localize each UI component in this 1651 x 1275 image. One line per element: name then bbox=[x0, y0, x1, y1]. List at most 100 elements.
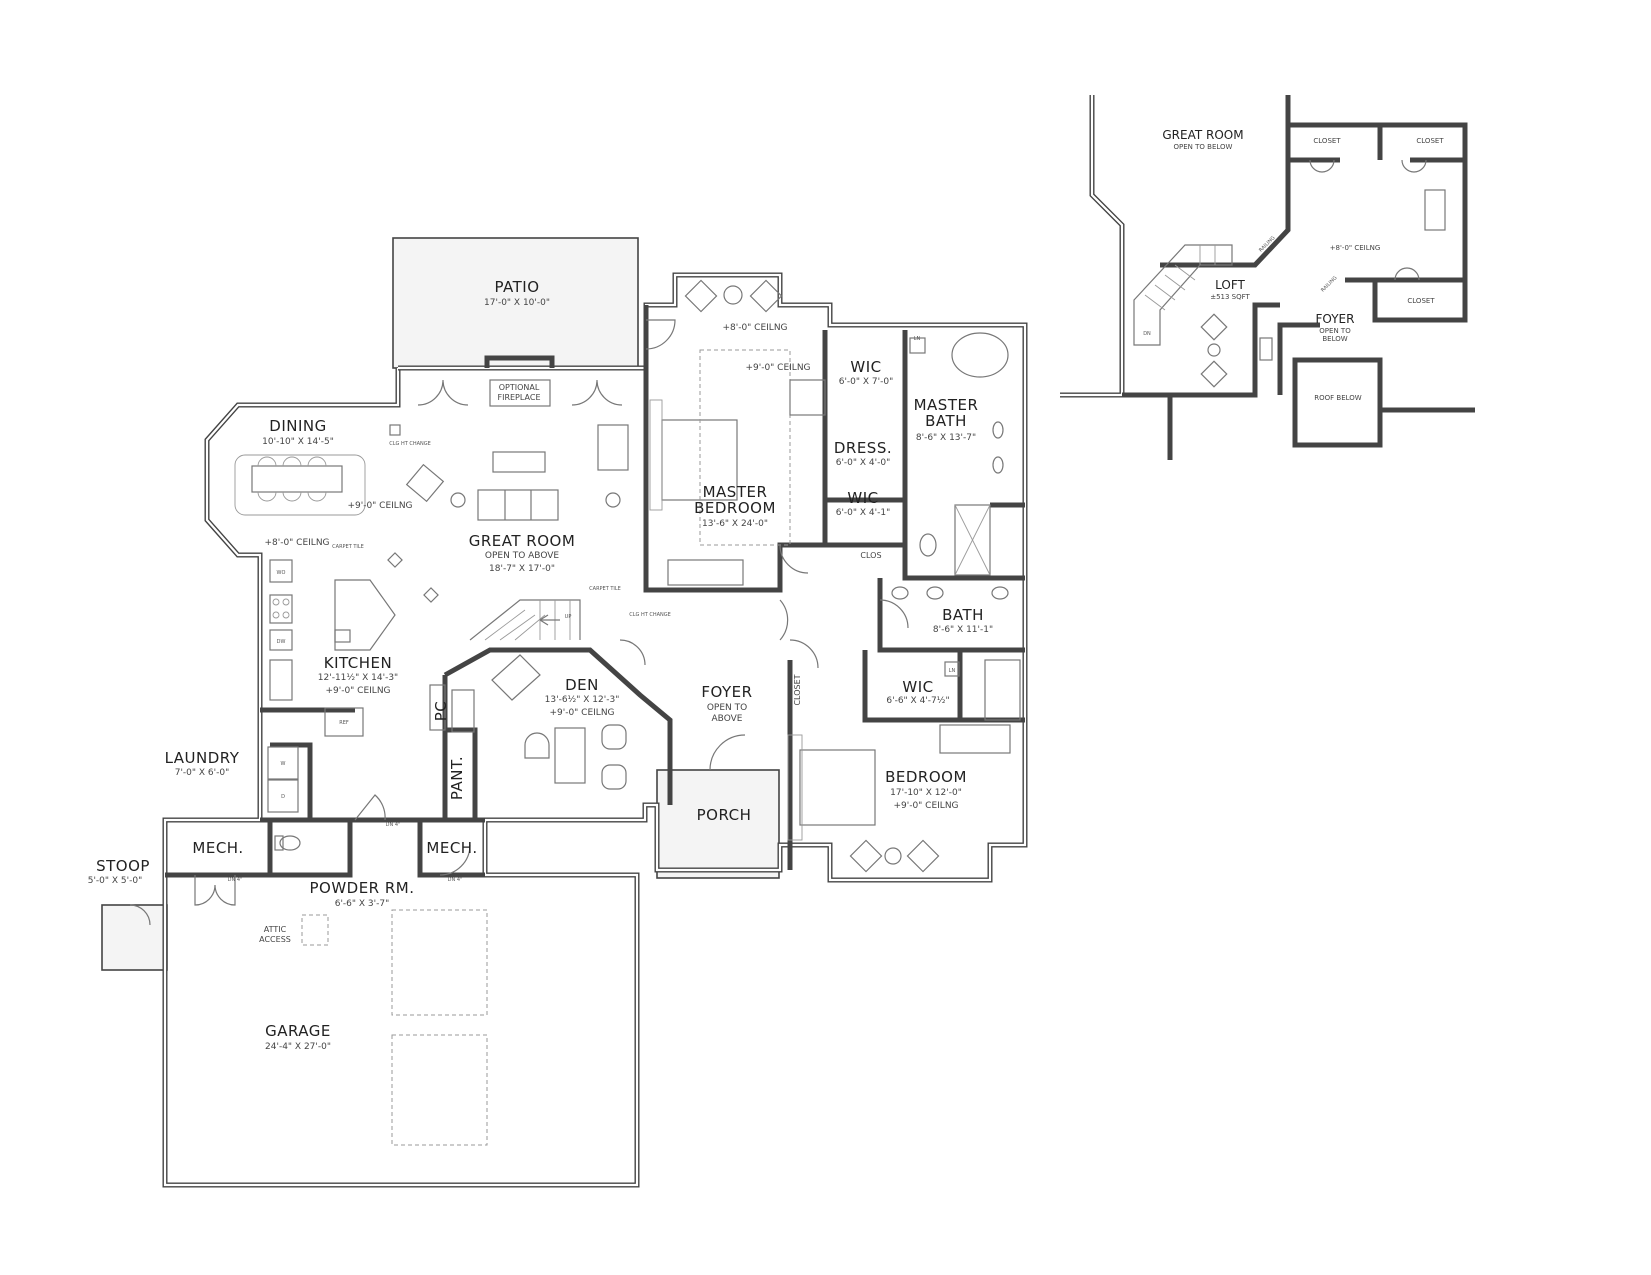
loft-area: ±513 SQFT bbox=[1210, 293, 1250, 301]
closet-label: CLOSET bbox=[793, 674, 802, 705]
dining-label: DINING bbox=[269, 417, 326, 435]
mech-2-label: MECH. bbox=[426, 839, 477, 857]
great-room-note: OPEN TO ABOVE bbox=[485, 551, 559, 561]
wall-oven-tag: WO bbox=[277, 570, 286, 576]
carpet-tile-note-2: CARPET TILE bbox=[589, 586, 621, 592]
laundry-fixtures bbox=[267, 746, 301, 851]
fireplace-label-1: OPTIONAL bbox=[499, 383, 540, 392]
bedroom-furniture bbox=[787, 724, 1011, 873]
stoop-size: 5'-0" X 5'-0" bbox=[88, 876, 143, 886]
laundry-size: 7'-0" X 6'-0" bbox=[175, 768, 230, 778]
powder-room-label: POWDER RM. bbox=[309, 879, 414, 897]
bath-size: 8'-6" X 11'-1" bbox=[933, 625, 993, 635]
great-room-furniture bbox=[387, 424, 629, 603]
great-room-size: 18'-7" X 17'-0" bbox=[489, 564, 555, 574]
upper-closet-3: CLOSET bbox=[1407, 297, 1435, 305]
loft-label: LOFT bbox=[1215, 278, 1245, 292]
dining-ceiling: +9'-0" CEILNG bbox=[347, 501, 412, 511]
dress-size: 6'-0" X 4'-0" bbox=[836, 458, 891, 468]
upper-foyer-note-2: BELOW bbox=[1322, 335, 1347, 343]
upper-foyer-label: FOYER bbox=[1316, 312, 1355, 326]
den-ceiling: +9'-0" CEILNG bbox=[549, 708, 614, 718]
kitchen-label: KITCHEN bbox=[324, 654, 393, 672]
fireplace-label-2: FIREPLACE bbox=[497, 393, 540, 402]
patio-french-doors[interactable] bbox=[417, 379, 623, 406]
kitchen-ceiling: +9'-0" CEILNG bbox=[325, 686, 390, 696]
railing-label-2: RAILING bbox=[1320, 275, 1339, 294]
wic-2-label: WIC bbox=[847, 489, 878, 507]
clg-ht-change-note-2: CLG HT CHANGE bbox=[629, 612, 671, 618]
dn-tag-1: DN 4" bbox=[386, 822, 401, 828]
mech-1-label: MECH. bbox=[192, 839, 243, 857]
kitchen-fixtures bbox=[269, 559, 396, 737]
dining-table bbox=[234, 454, 366, 516]
carpet-tile-note: CARPET TILE bbox=[332, 544, 364, 550]
exterior-walls bbox=[162, 272, 1028, 1188]
stairs-up-tag: UP bbox=[565, 614, 572, 620]
den-size: 13'-6½" X 12'-3" bbox=[545, 695, 620, 705]
linen-tag-bath: LN bbox=[949, 668, 956, 674]
bedroom-label: BEDROOM bbox=[885, 768, 967, 786]
attic-label-1: ATTIC bbox=[264, 925, 287, 934]
wic-1-size: 6'-0" X 7'-0" bbox=[839, 377, 894, 387]
powder-room-size: 6'-6" X 3'-7" bbox=[335, 899, 390, 909]
pantry-label: PANT. bbox=[448, 756, 466, 800]
master-bath-size: 8'-6" X 13'-7" bbox=[916, 433, 976, 443]
master-ceiling-8: +8'-0" CEILNG bbox=[722, 323, 787, 333]
master-bath-fixtures bbox=[909, 332, 1009, 576]
upper-closet-2: CLOSET bbox=[1416, 137, 1444, 145]
master-bedroom-label-1: MASTER bbox=[703, 483, 768, 501]
wic-bedroom-label: WIC bbox=[902, 678, 933, 696]
dress-label: DRESS. bbox=[834, 439, 892, 457]
foyer-note-1: OPEN TO bbox=[707, 703, 747, 713]
garage-doors[interactable] bbox=[391, 909, 488, 1146]
garage-size: 24'-4" X 27'-0" bbox=[265, 1042, 331, 1052]
master-bed bbox=[649, 349, 826, 586]
interior-doors[interactable] bbox=[129, 319, 909, 926]
den-label: DEN bbox=[565, 676, 599, 694]
stoop-slab bbox=[101, 904, 168, 971]
patio-size: 17'-0" X 10'-0" bbox=[484, 298, 550, 308]
porch-slab bbox=[656, 769, 780, 879]
foyer-note-2: ABOVE bbox=[712, 714, 743, 724]
refrigerator-tag: REF bbox=[339, 720, 349, 726]
pc-pantry-blocks bbox=[429, 684, 475, 733]
washer-tag: W bbox=[281, 761, 286, 767]
patio-slab bbox=[392, 237, 639, 369]
den-furniture bbox=[491, 654, 627, 790]
wic-1-label: WIC bbox=[850, 358, 881, 376]
master-sitting-chairs bbox=[684, 279, 783, 313]
bath-fixtures bbox=[891, 586, 1021, 721]
pc-label: PC bbox=[432, 701, 450, 722]
clos-label: CLOS bbox=[860, 551, 881, 560]
kitchen-ceiling-8: +8'-0" CEILNG bbox=[264, 538, 329, 548]
bath-label: BATH bbox=[942, 606, 984, 624]
linen-tag-master: LN bbox=[914, 336, 921, 342]
clg-ht-change-note: CLG HT CHANGE bbox=[389, 441, 431, 447]
upper-dn-label: DN bbox=[1143, 331, 1151, 337]
dining-size: 10'-10" X 14'-5" bbox=[262, 437, 334, 447]
upper-great-room-note: OPEN TO BELOW bbox=[1174, 143, 1233, 151]
master-bedroom-size: 13'-6" X 24'-0" bbox=[702, 519, 768, 529]
bedroom-ceiling: +9'-0" CEILNG bbox=[893, 801, 958, 811]
upper-closet-1: CLOSET bbox=[1313, 137, 1341, 145]
main-floor-plan bbox=[101, 237, 1028, 1188]
foyer-label: FOYER bbox=[701, 683, 752, 701]
master-bath-label-2: BATH bbox=[925, 412, 967, 430]
dn-tag-2: DN 4" bbox=[228, 877, 243, 883]
wic-bedroom-size: 6'-6" X 4'-7½" bbox=[886, 696, 949, 706]
upper-floor-labels: GREAT ROOM OPEN TO BELOW CLOSET CLOSET C… bbox=[1143, 128, 1444, 402]
upper-ceiling: +8'-0" CEILNG bbox=[1330, 244, 1381, 252]
master-bath-label-1: MASTER bbox=[914, 396, 979, 414]
wic-2-size: 6'-0" X 4'-1" bbox=[836, 508, 891, 518]
main-floor-labels: PATIO 17'-0" X 10'-0" OPTIONAL FIREPLACE… bbox=[88, 278, 993, 1052]
great-room-label: GREAT ROOM bbox=[469, 532, 576, 550]
dryer-tag: D bbox=[281, 794, 285, 800]
dishwasher-tag: DW bbox=[277, 639, 286, 645]
roof-below-label: ROOF BELOW bbox=[1314, 394, 1362, 402]
upper-foyer-note-1: OPEN TO bbox=[1319, 327, 1351, 335]
main-stairs bbox=[469, 599, 581, 641]
upper-great-room-label: GREAT ROOM bbox=[1162, 128, 1243, 142]
master-bedroom-label-2: BEDROOM bbox=[694, 499, 776, 517]
